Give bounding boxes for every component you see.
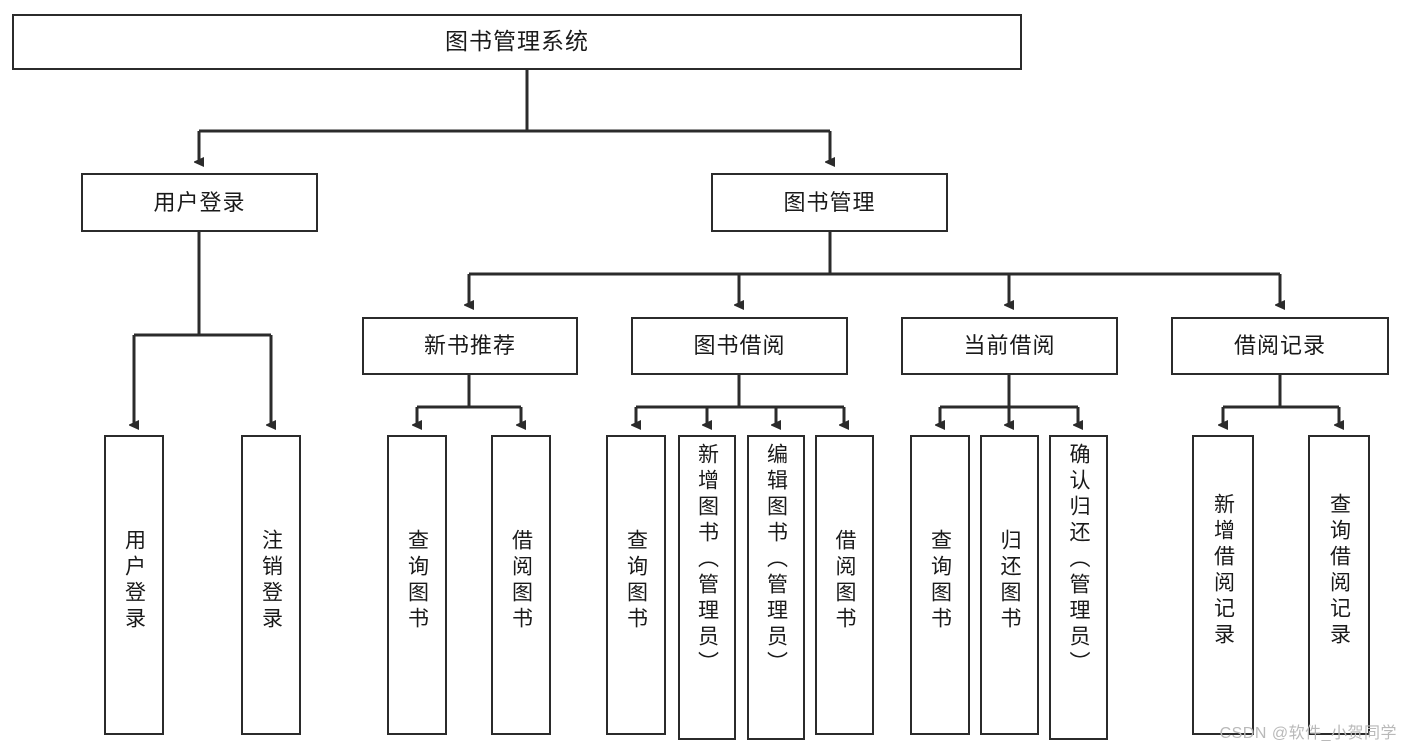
node-label: 借阅记录 xyxy=(1233,333,1326,359)
node-label: 编辑图书（管理员） xyxy=(764,443,788,677)
node-label: 新书推荐 xyxy=(423,333,516,359)
node-label: 借阅图书 xyxy=(509,529,533,633)
leaf-current-return-book[interactable]: 归还图书 xyxy=(980,435,1039,735)
leaf-record-query-record[interactable]: 查询借阅记录 xyxy=(1308,435,1370,735)
node-label: 图书管理 xyxy=(783,189,876,215)
leaf-record-add-record[interactable]: 新增借阅记录 xyxy=(1192,435,1254,735)
node-book-borrow[interactable]: 图书借阅 xyxy=(631,317,848,375)
leaf-borrow-add-book-admin[interactable]: 新增图书（管理员） xyxy=(678,435,736,740)
leaf-borrow-borrow-book[interactable]: 借阅图书 xyxy=(815,435,874,735)
node-label: 确认归还（管理员） xyxy=(1067,443,1090,677)
node-book-management[interactable]: 图书管理 xyxy=(711,173,948,232)
leaf-recommend-query-book[interactable]: 查询图书 xyxy=(387,435,447,735)
node-label: 注销登录 xyxy=(259,529,283,633)
node-label: 当前借阅 xyxy=(963,333,1056,359)
node-new-book-recommend[interactable]: 新书推荐 xyxy=(362,317,578,375)
node-label: 归还图书 xyxy=(998,529,1021,633)
node-borrow-record[interactable]: 借阅记录 xyxy=(1171,317,1389,375)
leaf-recommend-borrow-book[interactable]: 借阅图书 xyxy=(491,435,551,735)
node-label: 图书管理系统 xyxy=(445,28,589,55)
leaf-user-login-login[interactable]: 用户登录 xyxy=(104,435,164,735)
node-label: 查询借阅记录 xyxy=(1327,493,1351,649)
node-user-login[interactable]: 用户登录 xyxy=(81,173,318,232)
node-label: 查询图书 xyxy=(405,529,429,633)
node-current-borrow[interactable]: 当前借阅 xyxy=(901,317,1118,375)
csdn-watermark: CSDN @软件_小贺同学 xyxy=(1219,725,1397,742)
leaf-borrow-query-book[interactable]: 查询图书 xyxy=(606,435,666,735)
leaf-current-query-book[interactable]: 查询图书 xyxy=(910,435,970,735)
leaf-borrow-edit-book-admin[interactable]: 编辑图书（管理员） xyxy=(747,435,805,740)
node-root-system[interactable]: 图书管理系统 xyxy=(12,14,1022,70)
node-label: 借阅图书 xyxy=(833,529,856,633)
leaf-user-login-logout[interactable]: 注销登录 xyxy=(241,435,301,735)
node-label: 用户登录 xyxy=(153,189,246,215)
node-label: 查询图书 xyxy=(928,529,952,633)
node-label: 查询图书 xyxy=(624,529,648,633)
leaf-current-confirm-return-admin[interactable]: 确认归还（管理员） xyxy=(1049,435,1108,740)
node-label: 用户登录 xyxy=(122,529,146,633)
node-label: 图书借阅 xyxy=(693,333,786,359)
node-label: 新增图书（管理员） xyxy=(695,443,719,677)
node-label: 新增借阅记录 xyxy=(1211,493,1235,649)
